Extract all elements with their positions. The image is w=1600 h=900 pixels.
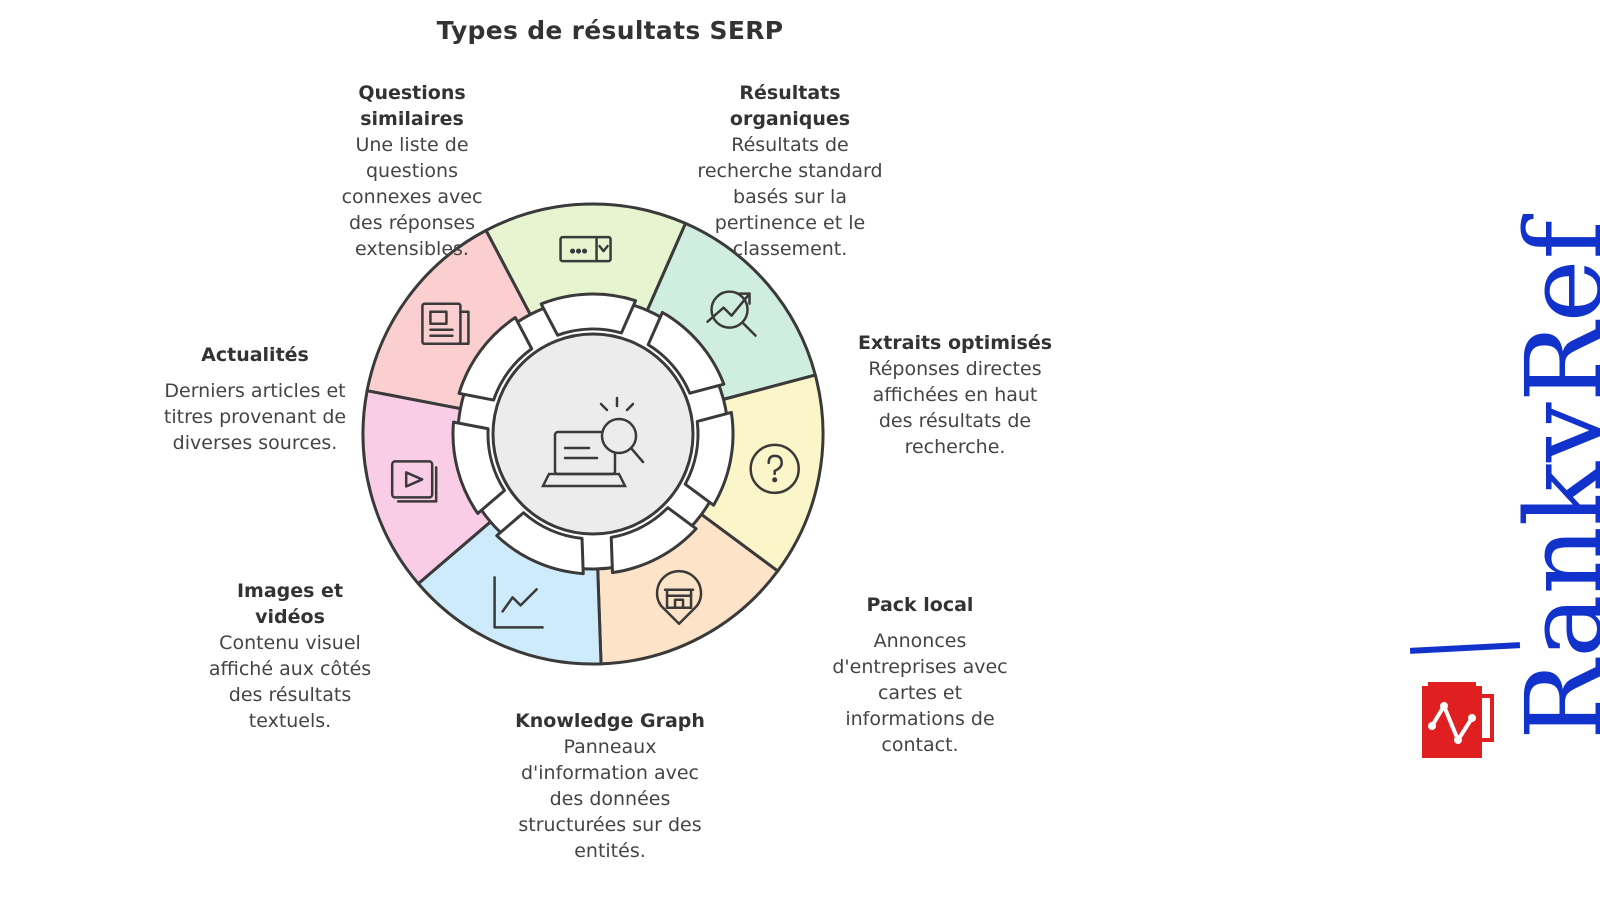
segment-title: Résultats organiques xyxy=(729,82,851,130)
store-pin-icon xyxy=(655,569,703,626)
ring-tab xyxy=(609,506,698,575)
segment-description: Résultats de recherche standard basés su… xyxy=(697,134,883,260)
segment-description: Réponses directes affichées en haut des … xyxy=(868,358,1042,458)
question-circle-icon xyxy=(749,443,800,495)
graph-nodes-icon xyxy=(1422,682,1494,758)
ring-tab xyxy=(451,420,507,515)
diagram-title: Types de résultats SERP xyxy=(436,16,784,45)
label-questions-similaires: Questions similaires Une liste de questi… xyxy=(322,80,502,262)
label-actualites: Actualités Derniers articles et titres p… xyxy=(155,342,355,456)
video-play-icon xyxy=(390,460,438,503)
segment-title: Pack local xyxy=(866,594,974,616)
newspaper-icon xyxy=(421,302,470,346)
segment-description: Annonces d'entreprises avec cartes et in… xyxy=(832,630,1008,756)
label-extraits-optimises: Extraits optimisés Réponses directes aff… xyxy=(855,330,1055,460)
segment-title: Knowledge Graph xyxy=(515,710,705,732)
ring-tab xyxy=(495,511,585,576)
brand-watermark: RankyRef xyxy=(1409,120,1600,780)
segment-title: Actualités xyxy=(201,344,309,366)
center-hub xyxy=(491,332,695,536)
label-resultats-organiques: Résultats organiques Résultats de recher… xyxy=(690,80,890,262)
label-knowledge-graph: Knowledge Graph Panneaux d'information a… xyxy=(505,708,715,864)
segment-description: Panneaux d'information avec des données … xyxy=(518,736,702,862)
line-chart-icon xyxy=(493,576,544,629)
ring-tab xyxy=(646,310,726,395)
label-pack-local: Pack local Annonces d'entreprises avec c… xyxy=(820,592,1020,758)
segment-description: Contenu visuel affiché aux côtés des rés… xyxy=(208,632,372,732)
dropdown-menu-icon xyxy=(559,235,612,263)
segment-title: Images et vidéos xyxy=(236,580,344,628)
trending-search-icon xyxy=(706,290,757,337)
segment-description: Une liste de questions connexes avec des… xyxy=(341,134,483,260)
segment-title: Extraits optimisés xyxy=(857,332,1053,354)
segment-description: Derniers articles et titres provenant de… xyxy=(163,380,347,454)
ring-tab xyxy=(683,410,735,507)
ring-tab xyxy=(539,292,638,337)
segment-title: Questions similaires xyxy=(358,82,466,130)
brand-name: RankyRef xyxy=(1503,220,1600,740)
label-images-videos: Images et vidéos Contenu visuel affiché … xyxy=(200,578,380,734)
laptop-search-icon xyxy=(540,396,645,488)
ring-tab xyxy=(457,316,534,402)
